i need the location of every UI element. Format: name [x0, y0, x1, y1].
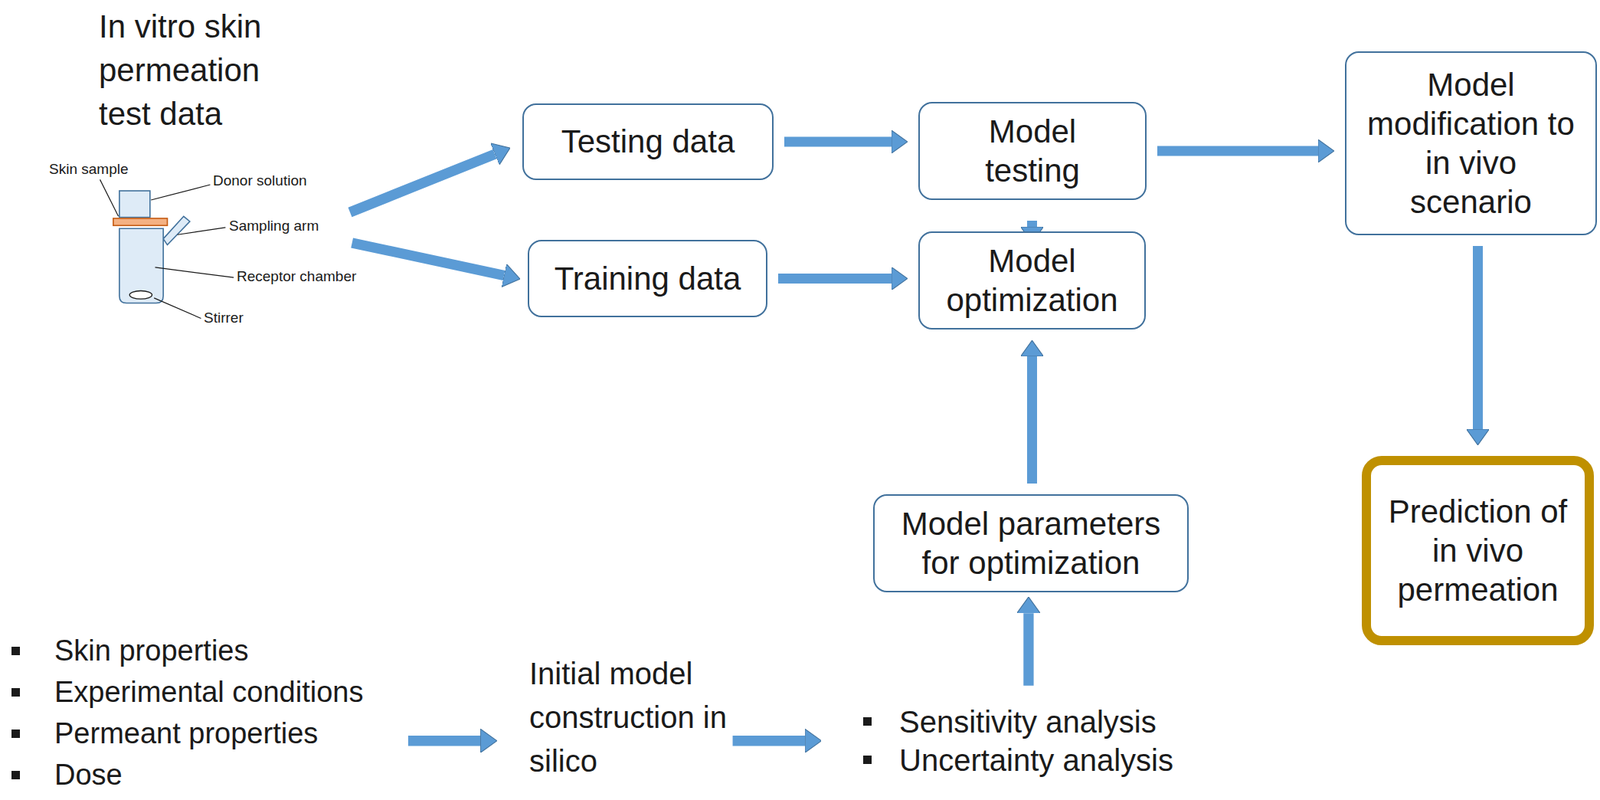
bullet-mark — [11, 646, 20, 655]
process-box: Model modification to in vivo scenario — [1344, 51, 1597, 236]
bullet-mark — [11, 770, 20, 779]
input-item: Experimental conditions — [54, 670, 364, 713]
part-label: Skin sample — [49, 160, 129, 178]
figure-heading: In vitro skin permeation test data — [98, 4, 300, 136]
process-box: Model optimization — [918, 231, 1146, 330]
input-item: Permeant properties — [54, 712, 318, 754]
step-text: Initial model construction in silico — [529, 651, 730, 783]
input-item: Dose — [54, 753, 123, 796]
part-label: Sampling arm — [229, 217, 319, 235]
box-text: Testing data — [561, 121, 736, 161]
bullet-mark — [11, 687, 20, 697]
box-text: Prediction of in vivo permeation — [1384, 491, 1571, 610]
box-text: Model optimization — [935, 241, 1129, 320]
receptor-chamber — [119, 228, 164, 303]
block-arrow — [1027, 220, 1038, 227]
part-label: Receptor chamber — [236, 268, 357, 285]
part-label: Stirrer — [203, 309, 244, 327]
block-arrow — [784, 137, 892, 148]
stirrer-bar — [129, 291, 152, 300]
bullet-mark — [863, 755, 872, 764]
process-box: Testing data — [522, 103, 774, 180]
analysis-item: Uncertainty analysis — [899, 739, 1174, 781]
box-text: Model parameters for optimization — [889, 503, 1172, 583]
input-item: Skin properties — [54, 629, 249, 671]
bullet-mark — [11, 729, 20, 738]
block-arrow — [1472, 245, 1483, 429]
franz-cell — [113, 190, 190, 303]
box-text: Model testing — [942, 111, 1123, 190]
process-box: Model parameters for optimization — [873, 494, 1189, 593]
process-box: Training data — [527, 239, 768, 318]
block-arrow — [1027, 356, 1038, 484]
box-text: Model modification to in vivo scenario — [1361, 65, 1581, 223]
part-label: Donor solution — [212, 172, 308, 190]
skin-strip — [113, 218, 168, 226]
result-box: Prediction of in vivo permeation — [1361, 455, 1594, 645]
donor-compartment — [119, 190, 151, 218]
leader-lines — [100, 179, 235, 318]
box-text: Training data — [554, 258, 742, 298]
block-arrow — [1157, 146, 1319, 157]
analysis-item: Sensitivity analysis — [899, 700, 1157, 743]
bullet-mark — [863, 716, 872, 726]
block-arrow — [778, 273, 892, 284]
process-box: Model testing — [918, 101, 1147, 200]
